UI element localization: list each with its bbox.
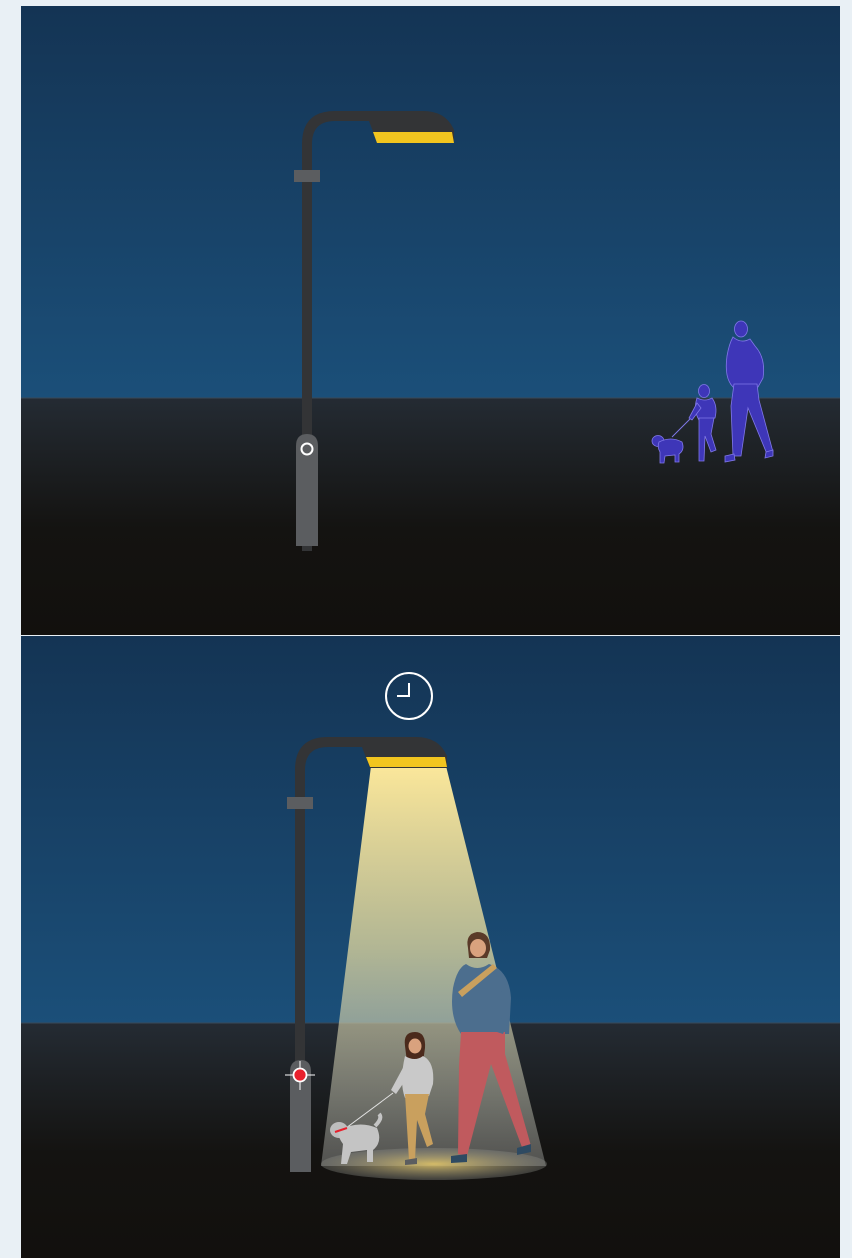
pole-base: [296, 434, 318, 546]
ground: [21, 398, 840, 635]
night-sky: [21, 6, 840, 398]
lamp-light-strip: [366, 757, 447, 767]
scene-illustration-dim: [21, 6, 840, 635]
light-pool: [321, 1148, 547, 1180]
lamp-light-strip: [373, 132, 454, 143]
scene-panel-lit: [21, 636, 840, 1258]
pole-bracket: [287, 797, 313, 809]
scene-panel-dim: [21, 6, 840, 635]
scene-illustration-lit: [21, 636, 840, 1258]
pole-bracket: [294, 170, 320, 182]
